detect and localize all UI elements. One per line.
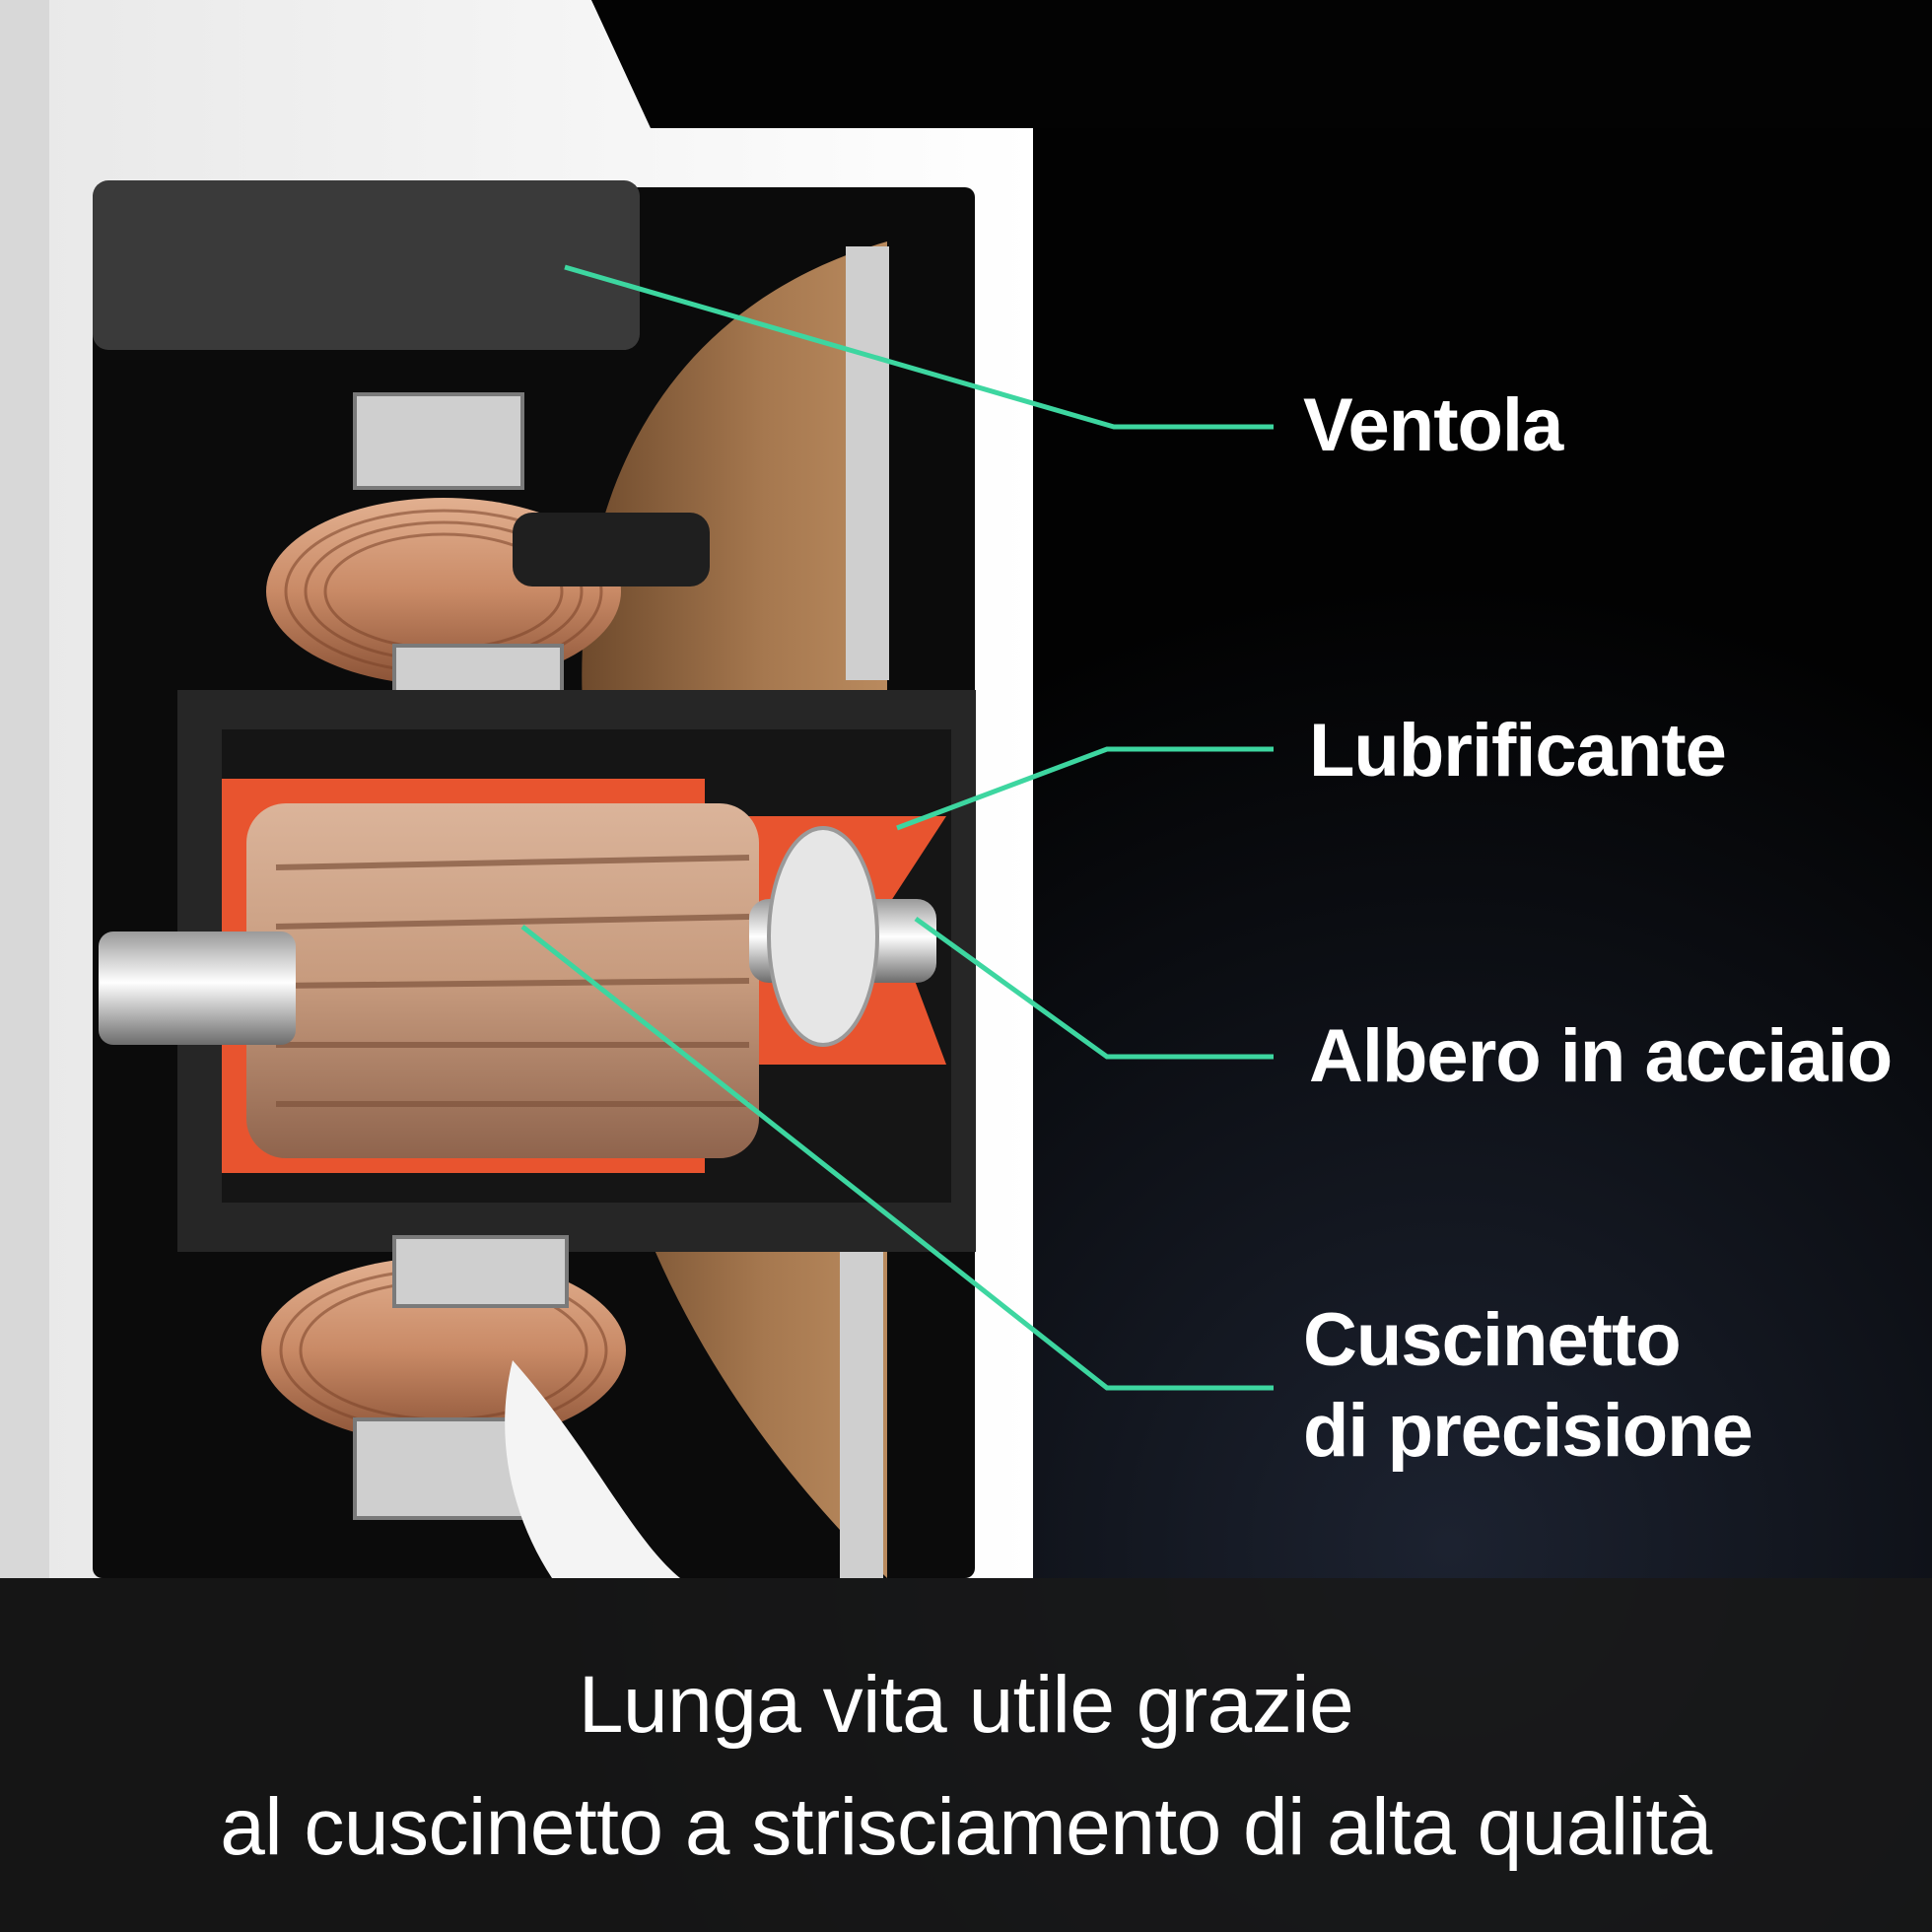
leader-cuscinetto xyxy=(520,925,1274,1391)
fan-rim-bottom xyxy=(840,1201,883,1578)
fan-blade-white xyxy=(505,1360,680,1578)
top-block xyxy=(93,180,640,350)
shaft-stub xyxy=(513,513,710,586)
laminations-bottom xyxy=(353,1235,569,1520)
steel-shaft-left xyxy=(99,932,296,1045)
callout-cuscinetto-line2: di precisione xyxy=(1303,1389,1754,1473)
caption-line2: al cuscinetto a strisciamento di alta qu… xyxy=(220,1782,1712,1872)
callout-cuscinetto-di-precisione: Cuscinetto di precisione xyxy=(1303,1295,1754,1477)
leader-albero xyxy=(914,916,1274,1060)
fan-rim xyxy=(846,246,889,680)
callout-cuscinetto-line1: Cuscinetto xyxy=(1303,1298,1682,1382)
housing-shadow-edge xyxy=(0,0,49,1578)
bearing-washer xyxy=(767,826,879,1047)
leader-lubrificante xyxy=(896,746,1274,831)
callout-albero-in-acciaio: Albero in acciaio xyxy=(1309,1014,1893,1098)
housing-top-dark-gap xyxy=(591,0,1932,128)
callout-lubrificante: Lubrificante xyxy=(1309,709,1727,793)
caption-bar xyxy=(0,1578,1932,1932)
leader-lines xyxy=(520,264,1274,1391)
callout-ventola: Ventola xyxy=(1303,383,1563,467)
caption-line1: Lunga vita utile grazie xyxy=(578,1660,1354,1750)
leader-ventola xyxy=(564,264,1274,430)
caption: Lunga vita utile grazie al cuscinetto a … xyxy=(0,1644,1932,1889)
